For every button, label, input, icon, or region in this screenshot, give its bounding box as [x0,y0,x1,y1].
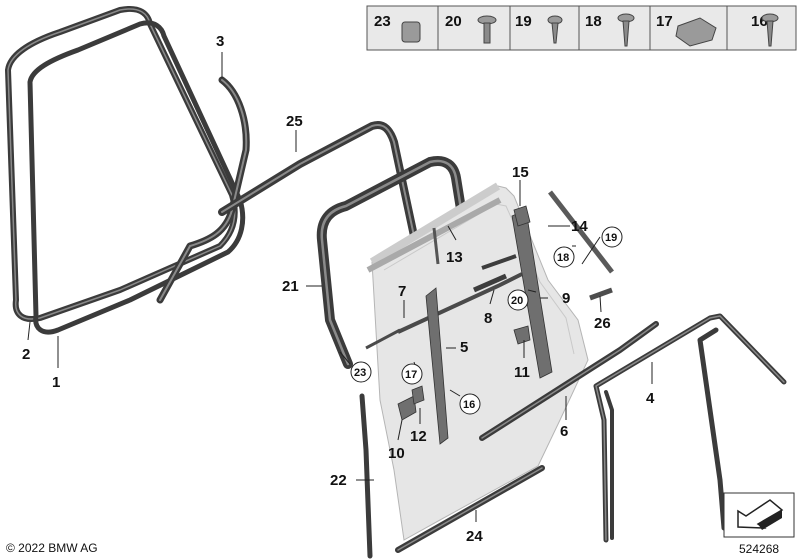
callout-12: 12 [410,428,427,445]
header-cell-17: 17 [649,5,728,51]
trim-clip [513,325,531,345]
circled-callout-19: 19 [601,226,623,248]
callout-2: 2 [22,346,30,363]
diagram-number: 524268 [739,542,780,556]
small-trim-piece [589,287,613,301]
header-cell-18: 18 [578,5,651,51]
outer-belt-seal [472,273,508,293]
callout-22: 22 [330,472,347,489]
quarter-window-strip [548,190,614,274]
callout-8: 8 [484,310,492,327]
circled-callout-18: 18 [553,246,575,268]
callout-1: 1 [52,374,60,391]
callout-14: 14 [571,218,588,235]
header-label-20: 20 [445,13,462,30]
svg-text:23: 23 [354,367,366,379]
callout-9: 9 [562,290,570,307]
lead-lines [27,52,653,522]
callout-7: 7 [398,283,406,300]
callout-21: 21 [282,278,299,295]
callout-6: 6 [560,423,568,440]
header-label-18: 18 [585,13,602,30]
header-cell-23: 23 [366,5,439,51]
callout-3: 3 [216,33,224,50]
header-label-17: 17 [656,13,673,30]
header-label-19: 19 [515,13,532,30]
callout-10: 10 [388,445,405,462]
clip-icon [675,17,717,47]
screw-icon [761,13,779,47]
copyright-text: © 2022 BMW AG [6,541,98,555]
circled-callout-16: 16 [459,393,481,415]
circled-callout-17: 17 [401,363,423,385]
door-opening-seal-outer [5,6,238,322]
callout-13: 13 [446,249,463,266]
orientation-arrow-icon [723,492,795,538]
header-cell-20: 20 [437,5,511,51]
header-cell-19: 19 [509,5,580,51]
circled-callout-20: 20 [507,289,529,311]
fastener-header: 23 20 19 18 [366,5,797,51]
callout-11: 11 [514,364,530,381]
vertical-strip [359,393,373,559]
screw-icon [617,13,635,47]
header-label-23: 23 [374,13,391,30]
screw-icon [477,15,497,44]
callout-5: 5 [460,339,468,356]
circled-callout-23: 23 [350,361,372,383]
callout-25: 25 [286,113,303,130]
clip-nut-icon [401,21,421,43]
svg-text:17: 17 [405,369,417,381]
callout-24: 24 [466,528,483,545]
svg-text:20: 20 [511,295,523,307]
bracket-small [411,385,425,405]
header-cell-16: 16 [726,5,797,51]
bracket-left [397,395,417,421]
callout-15: 15 [512,164,529,181]
callout-4: 4 [646,390,655,407]
b-pillar-cover [425,287,449,445]
callout-26: 26 [594,315,611,332]
screw-icon [547,15,563,44]
pillar-cap [513,205,531,227]
svg-text:18: 18 [557,252,569,264]
svg-text:16: 16 [463,399,475,411]
svg-text:19: 19 [605,232,617,244]
